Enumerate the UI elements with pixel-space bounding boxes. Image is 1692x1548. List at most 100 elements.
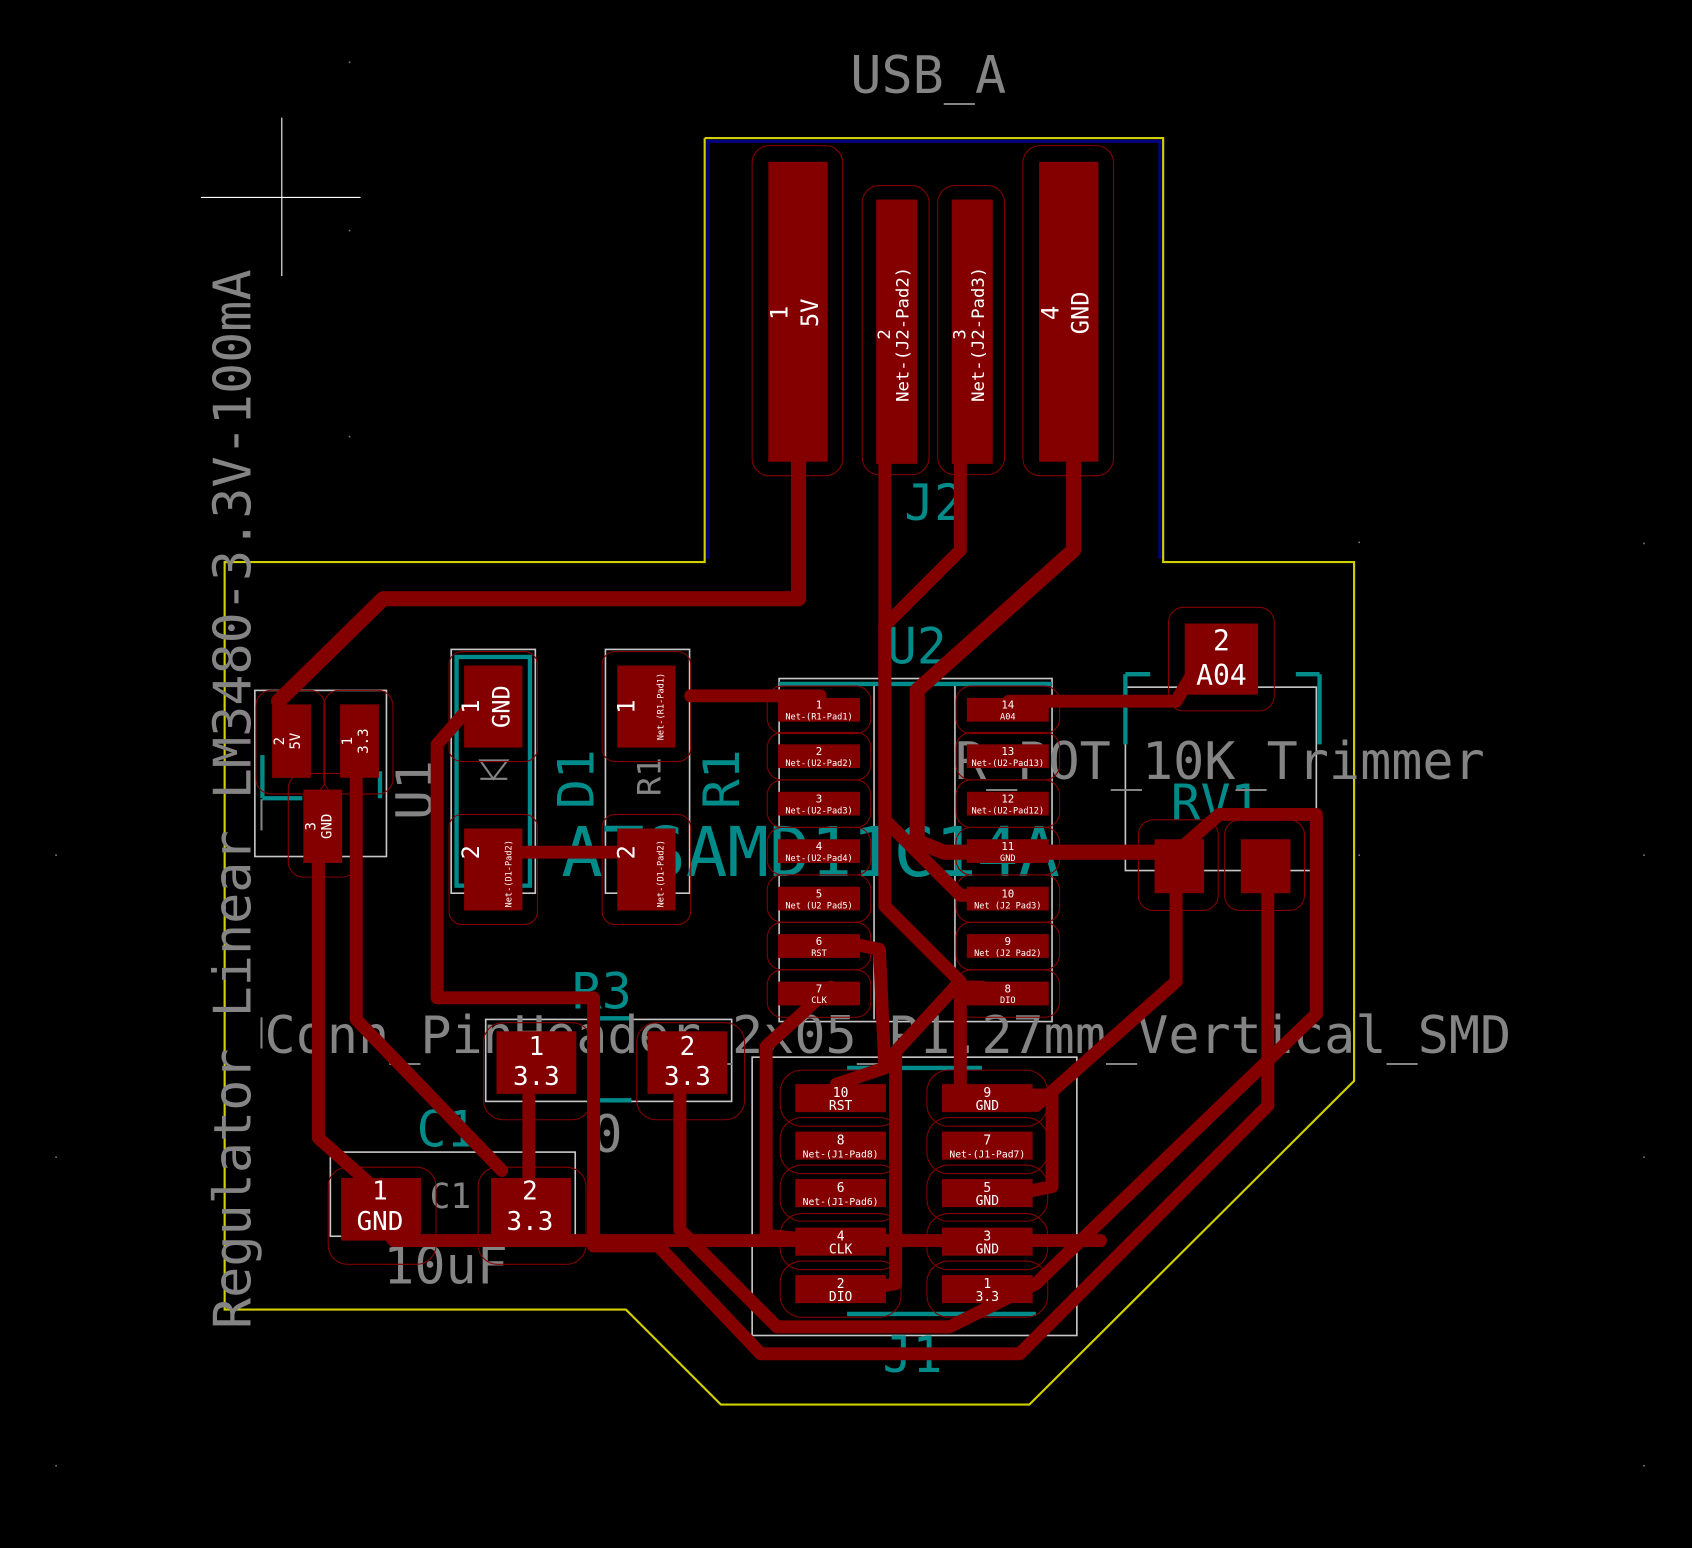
u2-pad-1[interactable] xyxy=(778,697,861,722)
pad-label: 2 xyxy=(680,1032,696,1062)
grid-dot xyxy=(1643,542,1645,545)
pad-label: Net-(D1-Pad2) xyxy=(505,840,515,907)
component-r3[interactable]: 1 3.3 2 3.3 xyxy=(483,1022,746,1121)
pad-clearance xyxy=(1137,819,1219,912)
j1-pad-2[interactable] xyxy=(795,1275,886,1304)
r3-pad-2 xyxy=(647,1031,728,1094)
component-rv1[interactable]: 2 A04 xyxy=(1137,606,1306,912)
u2-pad-3[interactable] xyxy=(778,791,861,816)
j1-pad-net: Net-(J1-Pad8) xyxy=(803,1149,879,1160)
j1-pad-8[interactable] xyxy=(795,1131,886,1160)
j1-pad-6[interactable] xyxy=(795,1179,886,1208)
u2-pad-net: Net-(U2-Pad13) xyxy=(972,759,1045,769)
component-j2[interactable]: 1 5V 2 Net-(J2-Pad2) 3 Net-(J2-Pad3) 4 G… xyxy=(751,145,1115,477)
j1-pad-number: 3 xyxy=(983,1230,991,1245)
pad-clearance xyxy=(955,685,1061,735)
regulator-value: Regulator_Linear_LM3480-3.3V-100mA xyxy=(204,269,264,1329)
u2-pad-number: 3 xyxy=(816,793,822,806)
j1-pad-3[interactable] xyxy=(942,1227,1033,1256)
grid-dot xyxy=(1643,1464,1645,1467)
j1-pad-5[interactable] xyxy=(942,1179,1033,1208)
ref-r1: R1 xyxy=(693,749,751,809)
j2-pad-3 xyxy=(951,199,993,464)
pad-clearance xyxy=(926,1069,1049,1127)
pad-clearance xyxy=(766,685,872,735)
u1-pad-1 xyxy=(340,704,379,778)
ref-d1: D1 xyxy=(548,749,606,809)
u2-pad-8[interactable] xyxy=(966,981,1049,1006)
copper-track xyxy=(1029,807,1323,1291)
u2-pad-10[interactable] xyxy=(966,886,1049,911)
component-j1[interactable]: 10RST8Net-(J1-Pad8)6Net-(J1-Pad6)4CLK2DI… xyxy=(779,1069,1049,1318)
d1-pad-1 xyxy=(464,665,523,748)
pad-label: GND xyxy=(487,685,515,728)
pad-clearance xyxy=(861,185,930,476)
u2-pad-5[interactable] xyxy=(778,886,861,911)
j1-pad-net: Net-(J1-Pad6) xyxy=(803,1197,879,1208)
u2-pad-14[interactable] xyxy=(966,697,1049,722)
u2-pad-7[interactable] xyxy=(778,981,861,1006)
pad-label: 1 xyxy=(457,699,485,713)
j1-pad-net: GND xyxy=(976,1194,999,1209)
grid-dot xyxy=(348,435,351,438)
pad-clearance xyxy=(1022,145,1115,477)
j1-pad-10[interactable] xyxy=(795,1084,886,1113)
pad-clearance xyxy=(601,813,692,926)
u2-pad-12[interactable] xyxy=(966,791,1049,816)
j1-pad-number: 10 xyxy=(833,1086,849,1101)
j1-pad-number: 1 xyxy=(983,1277,991,1292)
component-c1[interactable]: 1 GND 2 3.3 xyxy=(327,1166,587,1265)
component-u2[interactable]: 1Net-(R1-Pad1)2Net-(U2-Pad2)3Net-(U2-Pad… xyxy=(766,685,1061,1018)
u2-pad-11[interactable] xyxy=(966,839,1049,863)
pad-label: 2 xyxy=(272,737,288,745)
pad-label: 3.3 xyxy=(513,1062,560,1092)
grid-dot xyxy=(1358,541,1361,544)
pad-clearance xyxy=(779,1069,902,1127)
fab-outline xyxy=(751,1056,1078,1337)
u2-pad-net: Net-(U2-Pad12) xyxy=(972,806,1045,816)
j1-pad-7[interactable] xyxy=(942,1131,1033,1160)
pad-clearance xyxy=(477,1166,587,1265)
pad-label: 5V xyxy=(796,299,824,328)
grid-dots xyxy=(55,61,1645,1467)
j2-pad-2 xyxy=(876,199,918,464)
pad-clearance xyxy=(636,1022,746,1121)
rv1-pad-3 xyxy=(1240,839,1291,894)
pad-label: 1 xyxy=(613,699,641,713)
u2-pad-13[interactable] xyxy=(966,744,1049,769)
j1-pad-1[interactable] xyxy=(942,1275,1033,1304)
j1-pad-number: 2 xyxy=(837,1277,845,1292)
j1-pad-4[interactable] xyxy=(795,1227,886,1256)
pad-clearance xyxy=(937,185,1006,476)
copper-track xyxy=(829,937,892,1091)
u2-pad-net: DIO xyxy=(1000,996,1016,1006)
pad-clearance xyxy=(779,1117,902,1175)
pad-clearance xyxy=(448,813,539,926)
copper-track xyxy=(271,445,807,709)
j1-pad-number: 7 xyxy=(983,1134,991,1149)
u2-pad-2[interactable] xyxy=(778,744,861,769)
u2-pad-number: 14 xyxy=(1001,699,1014,712)
component-r1[interactable]: 1 Net-(R1-Pad1) 2 Net-(D1-Pad2) xyxy=(601,651,692,926)
component-u1[interactable]: 2 5V 1 3.3 3 GND xyxy=(255,689,394,878)
u2-pad-net: Net-(U2-Pad2) xyxy=(785,759,852,769)
pad-label: A04 xyxy=(1196,659,1247,692)
u2-pad-6[interactable] xyxy=(778,934,861,958)
j2-pad-4 xyxy=(1039,161,1099,462)
j1-pad-net: 3.3 xyxy=(976,1290,999,1305)
u2-pad-9[interactable] xyxy=(966,934,1049,958)
pad-label: 1 xyxy=(372,1177,388,1207)
pad-label: 1 xyxy=(529,1032,545,1062)
u2-pad-4[interactable] xyxy=(778,839,861,863)
pad-clearance xyxy=(327,1166,437,1265)
pad-clearance xyxy=(955,969,1061,1018)
j1-pad-9[interactable] xyxy=(942,1084,1033,1113)
pad-label: 3.3 xyxy=(507,1207,554,1237)
u2-pad-net: Net-(U2-Pad4) xyxy=(785,854,852,864)
pad-label: Net-(R1-Pad1) xyxy=(657,673,667,740)
component-d1[interactable]: 1 GND 2 Net-(D1-Pad2) xyxy=(448,651,539,926)
pad-clearance xyxy=(926,1260,1049,1318)
j2-pad-1 xyxy=(768,161,828,462)
u2-pad-net: CLK xyxy=(811,996,827,1006)
